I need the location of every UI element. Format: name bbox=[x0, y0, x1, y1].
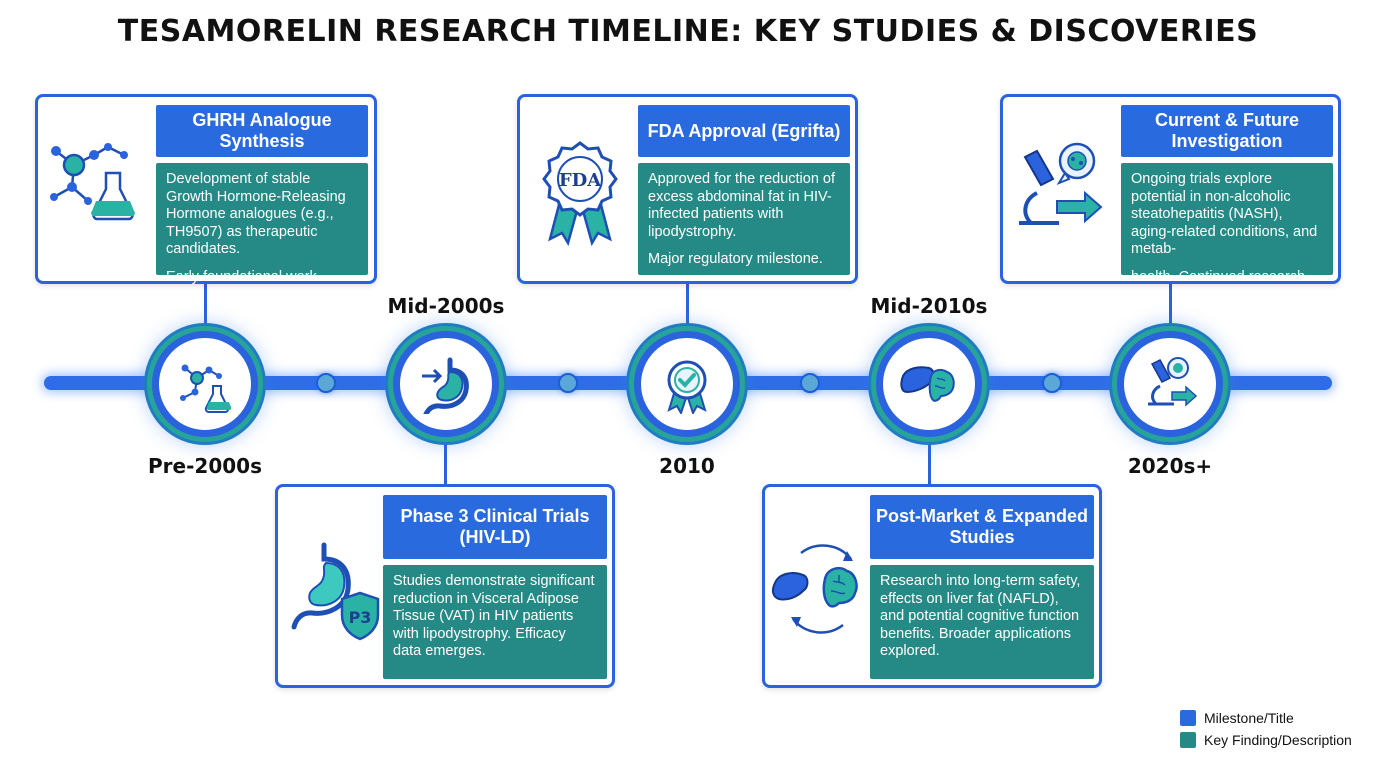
milestone-card: P3 Phase 3 Clinical Trials (HIV-LD) Stud… bbox=[275, 484, 615, 688]
page-title: TESAMORELIN RESEARCH TIMELINE: KEY STUDI… bbox=[117, 14, 1259, 49]
milestone-title: Phase 3 Clinical Trials (HIV-LD) bbox=[383, 495, 607, 559]
timeline-node-2020s bbox=[1117, 331, 1223, 437]
finding-description: Studies demonstrate significant reductio… bbox=[383, 565, 607, 679]
timeline-dot bbox=[800, 373, 820, 393]
timeline-dot bbox=[558, 373, 578, 393]
phase-3-badge: P3 bbox=[349, 608, 372, 627]
finding-description: Research into long-term safety, effects … bbox=[870, 565, 1094, 679]
milestone-card: Current & Future Investigation Ongoing t… bbox=[1000, 94, 1341, 285]
legend-item-finding: Key Finding/Description bbox=[1180, 732, 1352, 748]
milestone-card: Post-Market & Expanded Studies Research … bbox=[762, 484, 1102, 688]
finding-text: Studies demonstrate significant reductio… bbox=[393, 573, 595, 659]
legend-swatch-milestone bbox=[1180, 710, 1196, 726]
finding-description: Development of stable Growth Hormone-Rel… bbox=[156, 163, 368, 285]
milestone-title: FDA Approval (Egrifta) bbox=[638, 105, 850, 157]
molecule-flask-icon bbox=[180, 364, 232, 413]
connector-mid-2010s bbox=[928, 428, 931, 484]
stomach-p3-shield-icon: P3 bbox=[291, 542, 380, 641]
legend-swatch-finding bbox=[1180, 732, 1196, 748]
microscope-cell-arrow-icon bbox=[1019, 142, 1103, 225]
molecule-flask-icon bbox=[50, 143, 135, 221]
liver-brain-icon bbox=[900, 366, 955, 402]
finding-description: Approved for the reduction of excess abd… bbox=[638, 163, 850, 275]
connector-2010 bbox=[686, 284, 689, 336]
timeline-dot bbox=[1042, 373, 1062, 393]
milestone-card: FDA FDA Approval (Egrifta) Approved for … bbox=[517, 94, 858, 284]
milestone-title: GHRH Analogue Synthesis bbox=[156, 105, 368, 157]
fda-ribbon-badge-icon: FDA bbox=[542, 141, 618, 247]
timeline-node-mid-2010s bbox=[876, 331, 982, 437]
finding-text: Development of stable Growth Hormone-Rel… bbox=[166, 171, 346, 257]
finding-note: Early foundational work. bbox=[166, 268, 321, 285]
connector-mid-2000s bbox=[444, 428, 447, 484]
timeline-node-mid-2000s bbox=[393, 331, 499, 437]
milestone-card: GHRH Analogue Synthesis Development of s… bbox=[35, 94, 377, 285]
timeline-node-2010 bbox=[634, 331, 740, 437]
era-label: 2010 bbox=[659, 454, 715, 478]
liver-brain-cycle-icon bbox=[771, 544, 858, 634]
finding-text: Research into long-term safety, effects … bbox=[880, 573, 1081, 659]
era-label: Mid-2000s bbox=[387, 294, 505, 318]
stomach-arrow-icon bbox=[422, 357, 469, 414]
timeline-node-pre-2000s bbox=[152, 331, 258, 437]
legend-item-milestone: Milestone/Title bbox=[1180, 710, 1352, 726]
fda-badge-text: FDA bbox=[559, 170, 602, 191]
legend: Milestone/Title Key Finding/Description bbox=[1180, 710, 1352, 754]
approval-badge-icon bbox=[667, 360, 707, 414]
era-label: Pre-2000s bbox=[148, 454, 262, 478]
connector-pre-2000s bbox=[204, 284, 207, 336]
finding-description: Ongoing trials explore potential in non-… bbox=[1121, 163, 1333, 285]
finding-note: Major regulatory milestone. bbox=[648, 251, 823, 267]
milestone-title: Current & Future Investigation bbox=[1121, 105, 1333, 157]
connector-2020s bbox=[1169, 284, 1172, 336]
microscope-arrow-icon bbox=[1148, 357, 1198, 407]
finding-text: Ongoing trials explore potential in non-… bbox=[1131, 171, 1318, 257]
finding-note: health. Continued research. bbox=[1131, 268, 1310, 285]
era-label: Mid-2010s bbox=[870, 294, 988, 318]
era-label: 2020s+ bbox=[1127, 454, 1213, 478]
timeline-dot bbox=[316, 373, 336, 393]
legend-label: Milestone/Title bbox=[1204, 710, 1294, 726]
finding-text: Approved for the reduction of excess abd… bbox=[648, 171, 836, 240]
milestone-title: Post-Market & Expanded Studies bbox=[870, 495, 1094, 559]
legend-label: Key Finding/Description bbox=[1204, 732, 1352, 748]
